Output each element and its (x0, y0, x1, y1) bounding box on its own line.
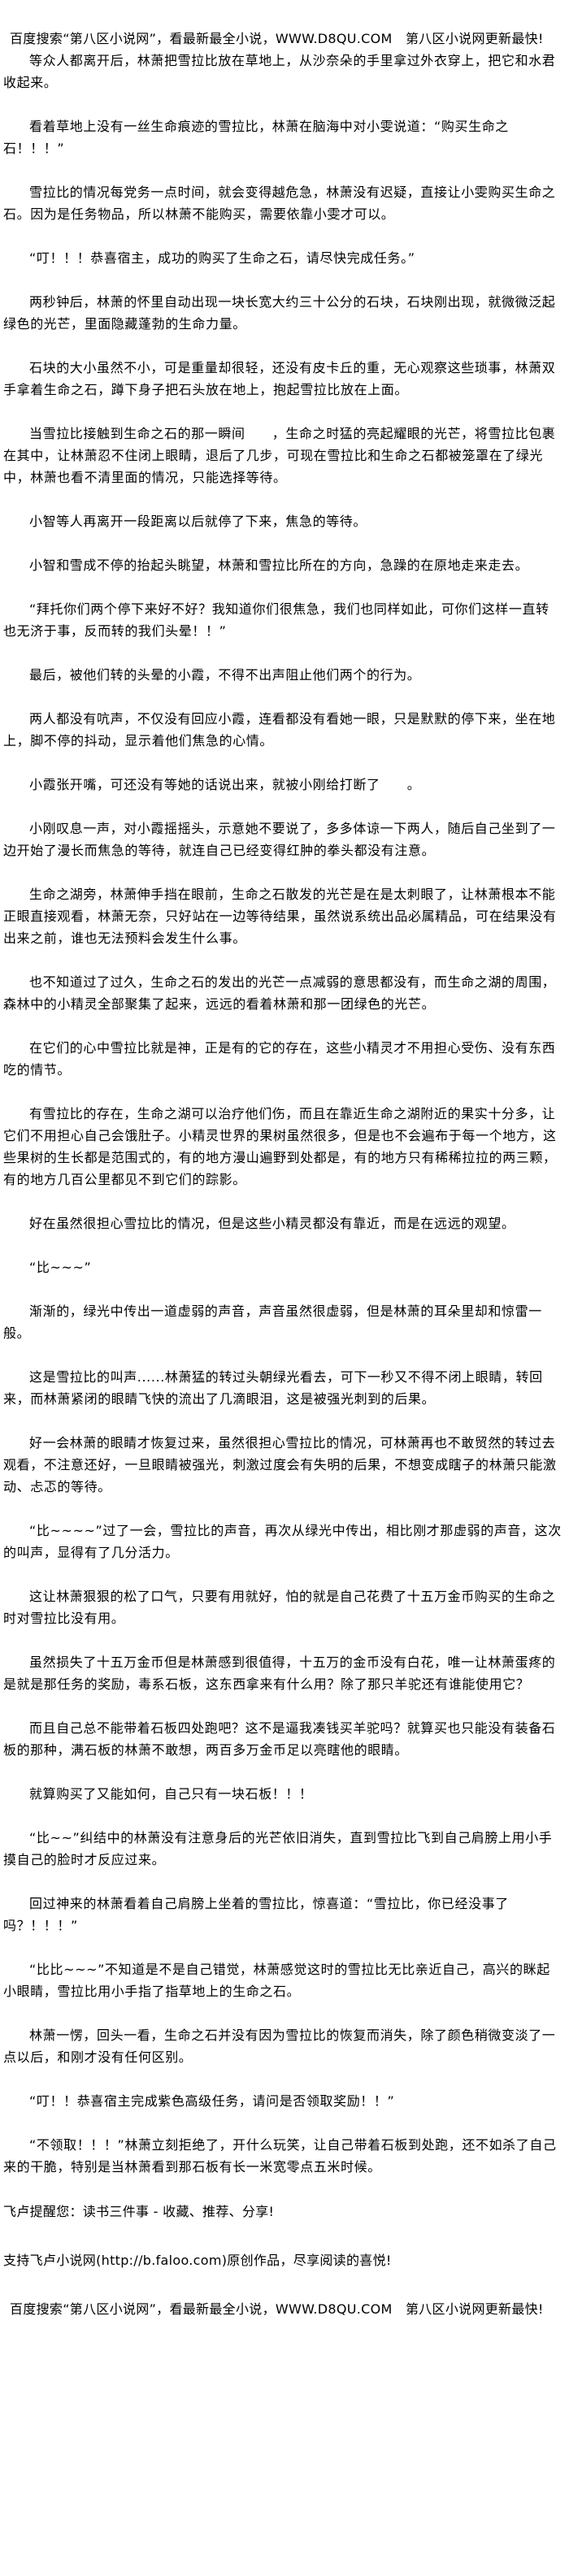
chapter-paragraph: “比比~~~”不知道是不是自己错觉，林萧感觉这时的雪拉比无比亲近自己，高兴的眯起… (3, 1962, 550, 1999)
chapter-paragraph: 小智和雪成不停的抬起头眺望，林萧和雪拉比所在的方向，急躁的在原地走来走去。 (29, 557, 529, 573)
chapter-paragraph: 在它们的心中雪拉比就是神，正是有的它的存在，这些小精灵才不用担心受伤、没有东西吃… (3, 1040, 556, 1078)
chapter-paragraph: 这是雪拉比的叫声......林萧猛的转过头朝绿光看去，可下一秒又不得不闭上眼睛，… (3, 1369, 543, 1407)
chapter-paragraph: 石块的大小虽然不小，可是重量却很轻，还没有皮卡丘的重，无心观察这些琐事，林萧双手… (3, 360, 556, 397)
chapter-paragraph: “叮！！恭喜宿主完成紫色高级任务，请问是否领取奖励！！” (29, 2093, 395, 2109)
chapter-paragraph: 好在虽然很担心雪拉比的情况，但是这些小精灵都没有靠近，而是在远远的观望。 (29, 1216, 515, 1231)
footer-support-text: 支持飞卢小说网(http://b.faloo.com)原创作品，尽享阅读的喜悦! (3, 2253, 392, 2268)
chapter-paragraph: “比~~~” (29, 1260, 92, 1275)
chapter-paragraph: 有雪拉比的存在，生命之湖可以治疗他们伤，而且在靠近生命之湖附近的果实十分多，让它… (3, 1106, 557, 1187)
chapter-paragraph: “不领取！！！”林萧立刻拒绝了，开什么玩笑，让自己带着石板到处跑，还不如杀了自己… (3, 2137, 557, 2175)
chapter-paragraph: 虽然损失了十五万金币但是林萧感到很值得，十五万的金币没有白花，唯一让林萧蛋疼的是… (3, 1654, 556, 1692)
chapter-paragraph: 回过神来的林萧看着自己肩膀上坐着的雪拉比，惊喜道：“雪拉比，你已经没事了吗？！！… (3, 1896, 509, 1933)
chapter-paragraph: 等众人都离开后，林萧把雪拉比放在草地上，从沙奈朵的手里拿过外衣穿上，把它和水君收… (3, 53, 556, 90)
chapter-paragraph: 林萧一愣，回头一看，生命之石并没有因为雪拉比的恢复而消失，除了颜色稍微变淡了一点… (3, 2027, 556, 2065)
chapter-paragraph: 渐渐的，绿光中传出一道虚弱的声音，声音虽然很虚弱，但是林萧的耳朵里却和惊雷一般。 (3, 1303, 542, 1341)
chapter-paragraph: 这让林萧狠狠的松了口气，只要有用就好，怕的就是自己花费了十五万金币购买的生命之时… (3, 1589, 556, 1626)
header-ad-text: 百度搜索“第八区小说网”，看最新最全小说，WWW.D8QU.COM 第八区小说网… (10, 31, 544, 46)
chapter-paragraph: 两秒钟后，林萧的怀里自动出现一块长宽大约三十公分的石块，石块刚出现，就微微泛起绿… (3, 294, 556, 332)
chapter-paragraph: 最后，被他们转的头晕的小霞，不得不出声阻止他们两个的行为。 (29, 667, 421, 683)
chapter-paragraph: “比~~~~”过了一会，雪拉比的声音，再次从绿光中传出，相比刚才那虚弱的声音，这… (3, 1523, 562, 1560)
chapter-paragraph: 也不知道过了过久，生命之石的发出的光芒一点减弱的意思都没有，而生命之湖的周围，森… (3, 974, 556, 1012)
footer-reminder: 飞卢提醒您：读书三件事 - 收藏、推荐、分享! (3, 2204, 275, 2219)
chapter-paragraph: 小智等人再离开一段距离以后就停了下来，焦急的等待。 (29, 514, 367, 529)
chapter-paragraph: 小霞张开嘴，可还没有等她的话说出来，就被小刚给打断了 。 (29, 777, 421, 792)
chapter-paragraph: 就算购买了又能如何，自己只有一块石板！！！ (29, 1786, 313, 1802)
chapter-paragraph: 当雪拉比接触到生命之石的那一瞬间 ，生命之时猛的亮起耀眼的光芒，将雪拉比包裹在其… (3, 426, 556, 485)
chapter-paragraph: 小刚叹息一声，对小霞摇摇头，示意她不要说了，多多体谅一下两人，随后自己坐到了一边… (3, 821, 556, 858)
chapter-paragraph: 生命之湖旁，林萧伸手挡在眼前，生命之石散发的光芒是在是太刺眼了，让林萧根本不能正… (3, 887, 557, 946)
chapter-body: 等众人都离开后，林萧把雪拉比放在草地上，从沙奈朵的手里拿过外衣穿上，把它和水君收… (3, 50, 562, 2178)
chapter-paragraph: 两人都没有吭声，不仅没有回应小霞，连看都没有看她一眼，只是默默的停下来，坐在地上… (3, 711, 556, 748)
chapter-page: 百度搜索“第八区小说网”，看最新最全小说，WWW.D8QU.COM 第八区小说网… (3, 31, 562, 2320)
chapter-paragraph: “叮！！！恭喜宿主，成功的购买了生命之石，请尽快完成任务。” (29, 250, 415, 266)
chapter-paragraph: 雪拉比的情况每党务一点时间，就会变得越危急，林萧没有迟疑，直接让小雯购买生命之石… (3, 184, 556, 222)
chapter-paragraph: 而且自己总不能带着石板四处跑吧？这不是逼我凑钱买羊驼吗？就算买也只能没有装备石板… (3, 1720, 556, 1758)
chapter-paragraph: 看着草地上没有一丝生命痕迹的雪拉比，林萧在脑海中对小雯说道：“购买生命之石！！！… (3, 119, 509, 156)
chapter-paragraph: 好一会林萧的眼睛才恢复过来，虽然很担心雪拉比的情况，可林萧再也不敢贸然的转过去观… (3, 1435, 557, 1494)
chapter-paragraph: “比~~”纠结中的林萧没有注意身后的光芒依旧消失，直到雪拉比飞到自己肩膀上用小手… (3, 1830, 553, 1867)
footer-ad-text: 百度搜索“第八区小说网”，看最新最全小说，WWW.D8QU.COM 第八区小说网… (10, 2301, 544, 2317)
chapter-paragraph: “拜托你们两个停下来好不好？我知道你们很焦急，我们也同样如此，可你们这样一直转也… (3, 601, 549, 639)
chapter-footer: 飞卢提醒您：读书三件事 - 收藏、推荐、分享! 支持飞卢小说网(http://b… (3, 2201, 562, 2320)
